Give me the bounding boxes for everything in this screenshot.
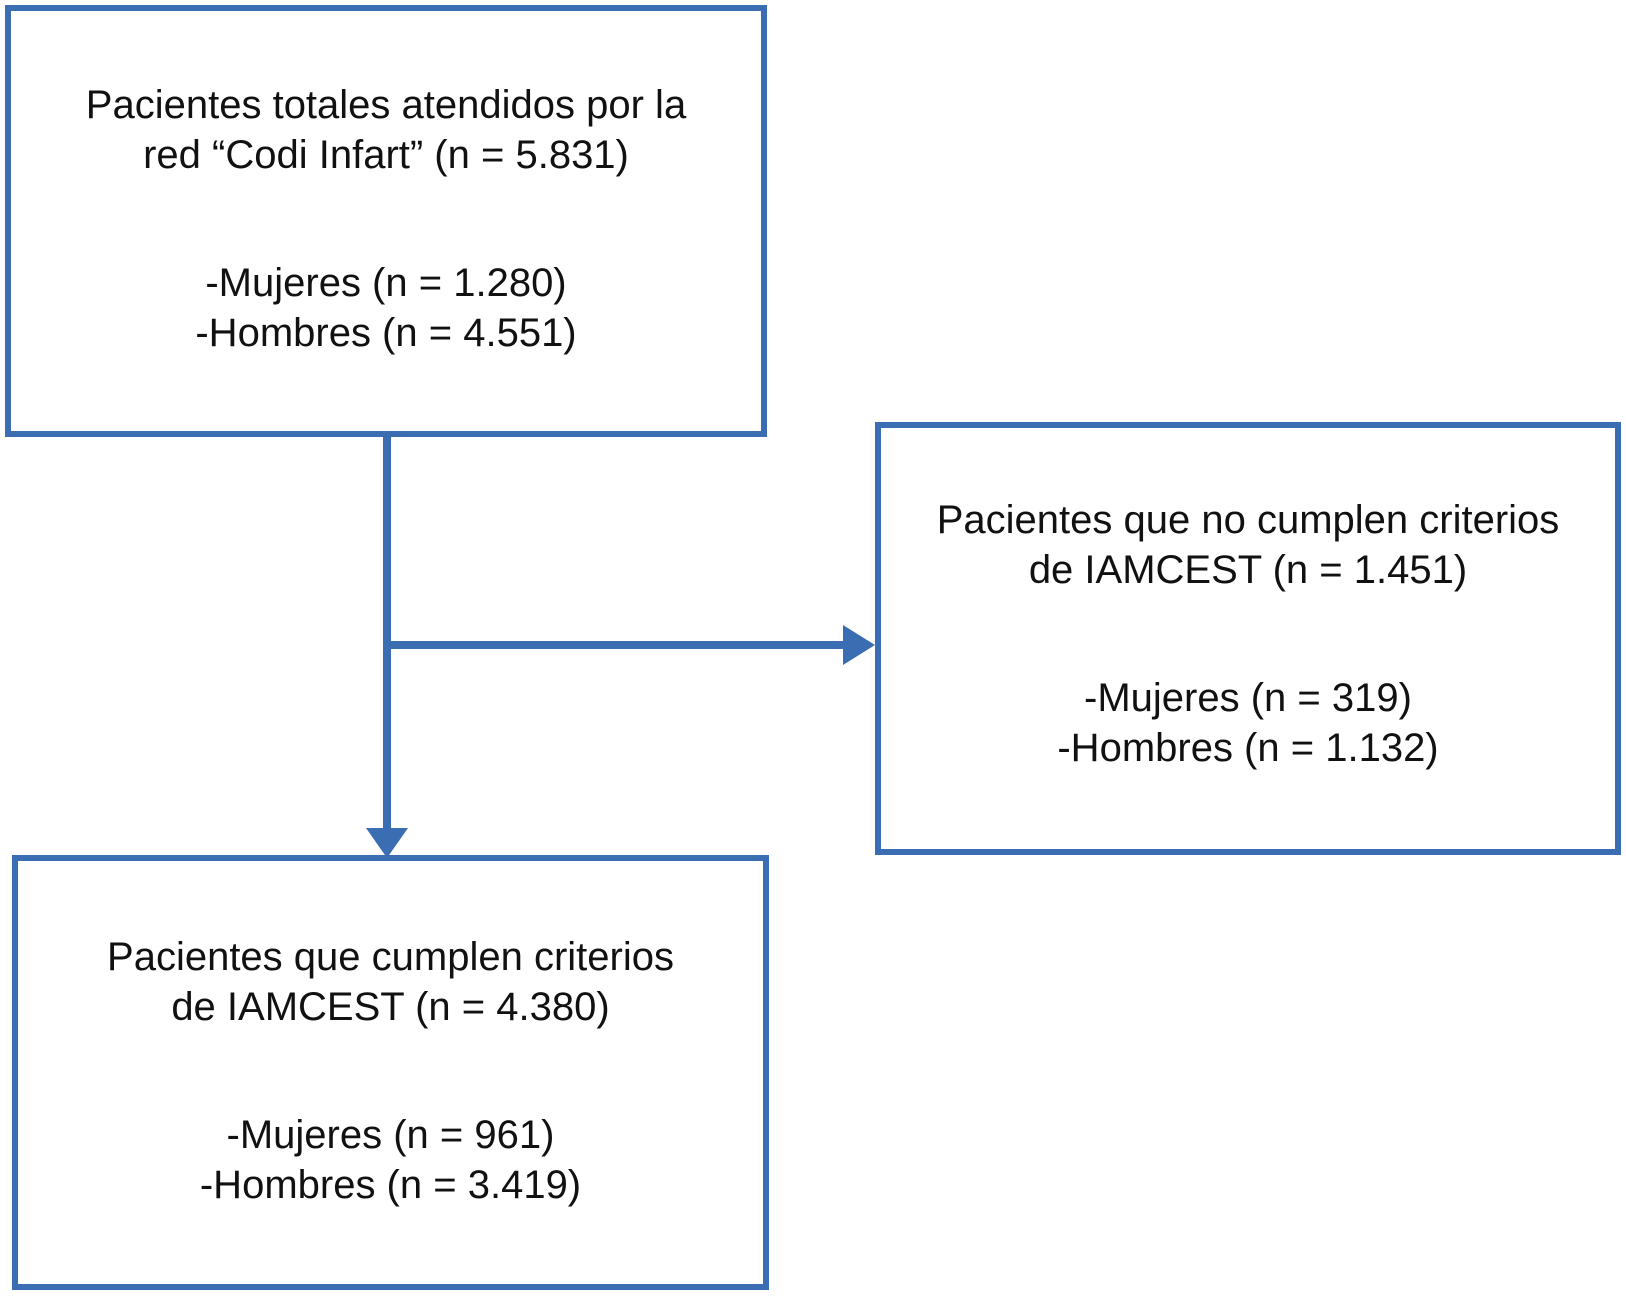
box-no-iamcest-item-mujeres: -Mujeres (n = 319) xyxy=(1084,676,1412,720)
box-total-title-line1: Pacientes totales atendidos por la xyxy=(85,83,687,127)
box-iamcest-title-line1: Pacientes que cumplen criterios xyxy=(107,935,674,979)
arrow-right-icon xyxy=(843,625,875,665)
box-iamcest-item-mujeres: -Mujeres (n = 961) xyxy=(226,1113,555,1157)
box-total-patients: Pacientes totales atendidos por la red “… xyxy=(5,5,767,437)
box-iamcest-title: Pacientes que cumplen criterios de IAMCE… xyxy=(107,932,674,1032)
connector-vertical-line xyxy=(383,437,391,828)
box-total-item-mujeres: -Mujeres (n = 1.280) xyxy=(205,261,567,305)
box-no-iamcest-item-hombres: -Hombres (n = 1.132) xyxy=(1057,726,1439,770)
box-iamcest: Pacientes que cumplen criterios de IAMCE… xyxy=(12,855,769,1290)
box-iamcest-title-line2: de IAMCEST (n = 4.380) xyxy=(171,985,610,1029)
box-no-iamcest: Pacientes que no cumplen criterios de IA… xyxy=(875,422,1621,855)
box-no-iamcest-title-line2: de IAMCEST (n = 1.451) xyxy=(1028,548,1468,592)
box-no-iamcest-title: Pacientes que no cumplen criterios de IA… xyxy=(937,495,1560,595)
box-iamcest-item-hombres: -Hombres (n = 3.419) xyxy=(199,1163,582,1207)
box-total-title: Pacientes totales atendidos por la red “… xyxy=(86,80,686,180)
box-total-title-line2: red “Codi Infart” (n = 5.831) xyxy=(143,133,629,177)
box-iamcest-items: -Mujeres (n = 961) -Hombres (n = 3.419) xyxy=(200,1110,581,1210)
box-no-iamcest-title-line1: Pacientes que no cumplen criterios xyxy=(936,498,1560,542)
box-no-iamcest-items: -Mujeres (n = 319) -Hombres (n = 1.132) xyxy=(1057,673,1438,773)
arrow-down-icon xyxy=(366,828,408,858)
connector-horizontal-line xyxy=(387,641,843,649)
box-total-item-hombres: -Hombres (n = 4.551) xyxy=(195,311,577,355)
box-total-items: -Mujeres (n = 1.280) -Hombres (n = 4.551… xyxy=(195,258,576,358)
